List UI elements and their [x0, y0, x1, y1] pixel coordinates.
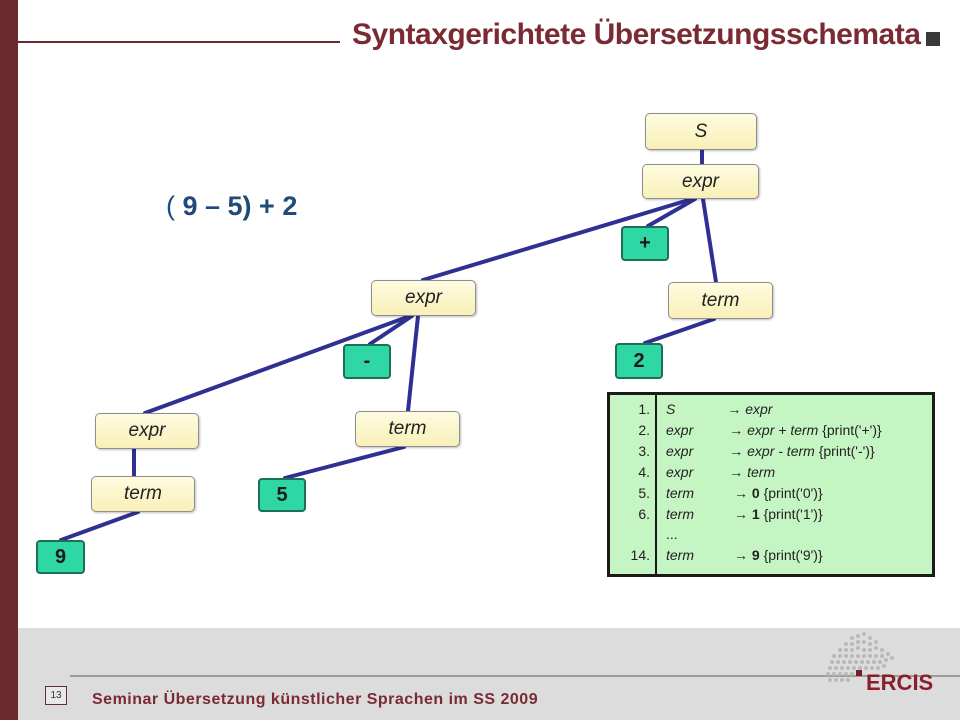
footer-text: Seminar Übersetzung künstlicher Sprachen… [92, 691, 539, 708]
ercis-logo: ERCIS [866, 670, 934, 695]
grammar-row: 6. term→ 1 {print('1')} [638, 506, 823, 522]
tree-node-expr-top: expr [642, 164, 759, 199]
grammar-column-divider [655, 395, 657, 574]
expression-paren: ( [166, 191, 175, 221]
grammar-rules-table: 1. S→ expr 2. expr→ expr + term {print('… [607, 392, 935, 577]
left-accent-bar [0, 0, 18, 720]
grammar-row: ... [666, 526, 678, 542]
grammar-row: 2. expr→ expr + term {print('+')} [638, 422, 882, 438]
grammar-row: 14. term→ 9 {print('9')} [630, 547, 823, 563]
tree-leaf-nine: 9 [36, 540, 85, 574]
tree-node-root: S [645, 113, 757, 150]
edge-exprmid-minus [368, 314, 414, 346]
edge-term-two [643, 317, 716, 345]
footer-rule [70, 675, 960, 677]
edge-exprmid-exprlow [143, 314, 412, 415]
edge-expr-term [701, 197, 718, 284]
tree-node-term-mid: term [355, 411, 460, 447]
footer-band [18, 628, 960, 720]
tree-node-term-low: term [91, 476, 195, 512]
input-expression: ( 9 – 5) + 2 [166, 191, 297, 222]
europe-dot-map-icon [826, 632, 894, 682]
title-square-marker [926, 32, 940, 46]
tree-leaf-minus: - [343, 344, 391, 379]
edge-termmid-five [283, 445, 406, 480]
expression-rest: 9 – 5) + 2 [175, 191, 298, 221]
tree-leaf-two: 2 [615, 343, 663, 379]
edge-expr-plus [646, 197, 697, 228]
slide-title: Syntaxgerichtete Übersetzungsschemata [352, 18, 921, 51]
edge-termlow-nine [59, 510, 140, 542]
page-number: 13 [45, 686, 67, 705]
grammar-row: 1. S→ expr [638, 401, 773, 417]
tree-leaf-five: 5 [258, 478, 306, 512]
tree-node-expr-low: expr [95, 413, 199, 449]
grammar-row: 5. term→ 0 {print('0')} [638, 485, 823, 501]
edge-expr-exprmid [421, 197, 694, 282]
tree-node-expr-mid: expr [371, 280, 476, 316]
edge-exprmid-termmid [406, 314, 420, 413]
title-rule [18, 41, 340, 43]
grammar-row: 3. expr→ expr - term {print('-')} [638, 443, 875, 459]
tree-leaf-plus: + [621, 226, 669, 261]
grammar-row: 4. expr→ term [638, 464, 776, 480]
tree-node-term-right: term [668, 282, 773, 319]
